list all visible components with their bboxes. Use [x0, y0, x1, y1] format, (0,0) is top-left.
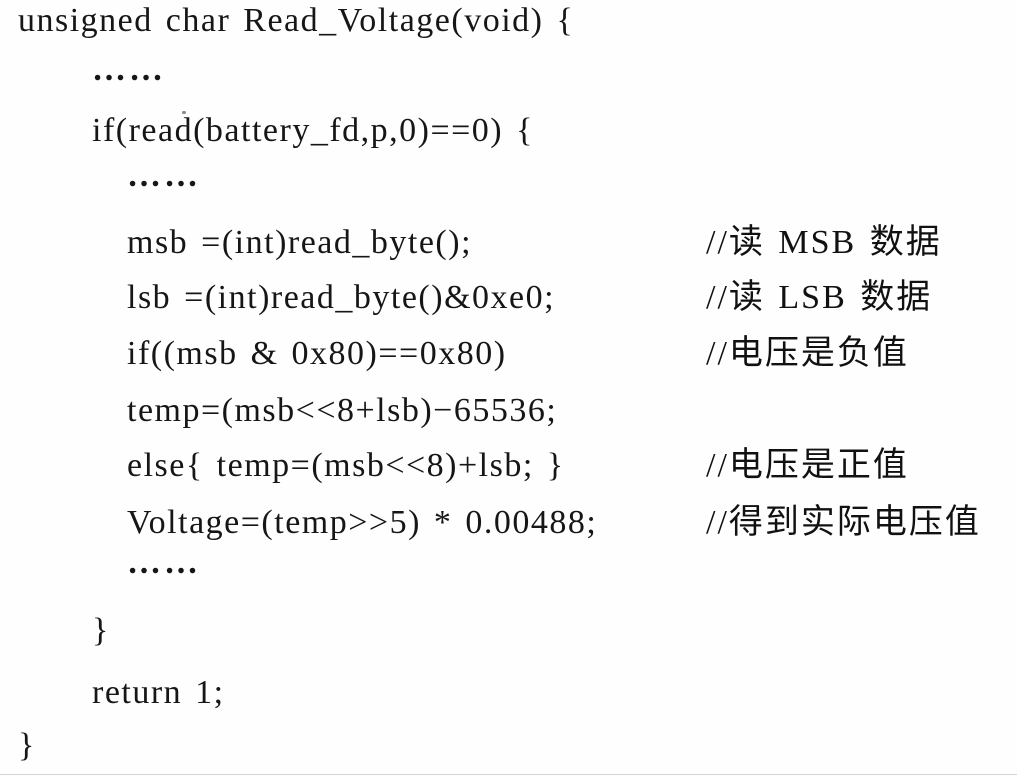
code-line-msb: msb =(int)read_byte(); //读 MSB 数据: [127, 223, 940, 263]
code-line-voltage-calc: Voltage=(temp>>5) * 0.00488; //得到实际电压值: [127, 503, 979, 543]
comment-positive-voltage: //电压是正值: [706, 447, 909, 484]
code-line-function-signature: unsigned char Read_Voltage(void) {: [18, 1, 574, 41]
code-line-if-msb-sign: if((msb & 0x80)==0x80) //电压是负值: [127, 334, 907, 374]
code-text: unsigned char Read_Voltage(void) {: [18, 2, 575, 39]
code-line-close-outer-brace: }: [18, 726, 36, 766]
code-line-ellipsis: ……: [127, 156, 201, 196]
code-text: Voltage=(temp>>5) * 0.00488;: [127, 504, 598, 541]
code-line-else-temp: else{ temp=(msb<<8)+lsb; } //电压是正值: [127, 446, 907, 486]
code-line-return: return 1;: [92, 673, 225, 713]
code-text: return 1;: [92, 674, 225, 711]
code-line-close-inner-brace: }: [92, 611, 110, 651]
code-line-ellipsis: ……: [92, 50, 166, 90]
code-text: msb =(int)read_byte();: [127, 224, 473, 261]
code-text: }: [92, 612, 110, 649]
comment-actual-voltage: //得到实际电压值: [706, 504, 981, 541]
code-line-ellipsis: ……: [127, 543, 201, 583]
ellipsis-text: ……: [92, 51, 166, 88]
ellipsis-text: ……: [127, 544, 201, 581]
code-line-lsb: lsb =(int)read_byte()&0xe0; //读 LSB 数据: [127, 278, 930, 318]
code-text: if((msb & 0x80)==0x80): [127, 335, 507, 372]
scan-speck: [182, 111, 186, 114]
code-text: }: [18, 727, 36, 764]
code-text: temp=(msb<<8+lsb)−65536;: [127, 392, 558, 429]
ellipsis-text: ……: [127, 157, 201, 194]
code-text: else{ temp=(msb<<8)+lsb; }: [127, 447, 565, 484]
code-line-if-read: if(read(battery_fd,p,0)==0) {: [92, 111, 534, 151]
comment-read-msb: //读 MSB 数据: [706, 224, 942, 261]
code-text: lsb =(int)read_byte()&0xe0;: [127, 279, 556, 316]
scan-edge-bottom: [0, 774, 1017, 775]
comment-negative-voltage: //电压是负值: [706, 335, 909, 372]
comment-read-lsb: //读 LSB 数据: [706, 279, 933, 316]
code-line-temp-negative: temp=(msb<<8+lsb)−65536;: [127, 391, 557, 431]
code-text: if(read(battery_fd,p,0)==0) {: [92, 112, 534, 149]
